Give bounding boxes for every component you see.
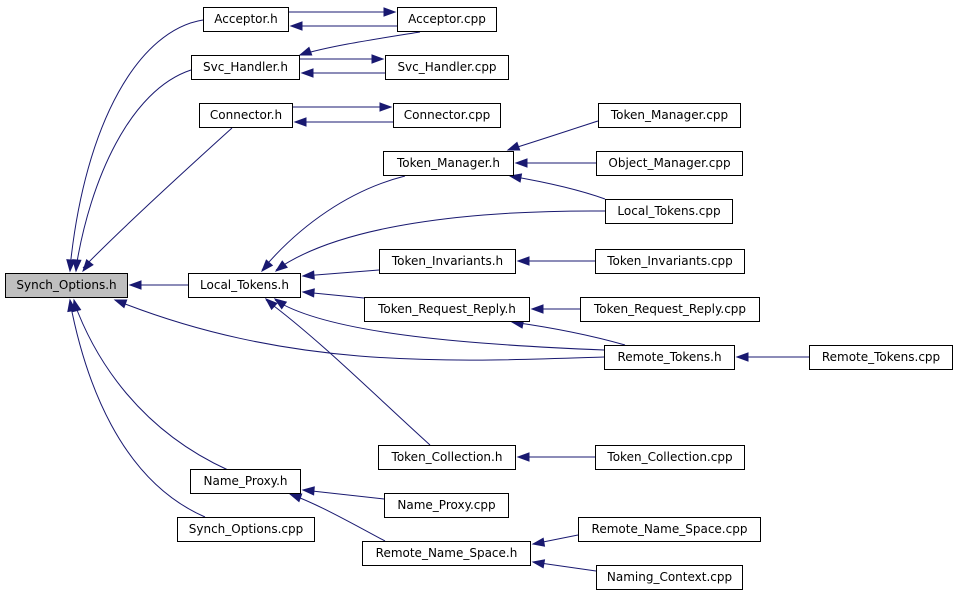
edge-connector-h-to-connector-cpp [293,102,393,112]
edge-svc-handler-cpp-to-svc-handler-h [300,68,385,78]
arrowhead [508,173,523,183]
arrowhead [530,304,544,314]
node-local-tokens-h[interactable]: Local_Tokens.h [188,273,301,298]
edge-svc-handler-h-to-svc-handler-cpp [300,54,385,64]
node-local-tokens-cpp[interactable]: Local_Tokens.cpp [605,199,733,224]
edge-token-manager-h-to-local-tokens-h [261,175,406,273]
edge-local-tokens-cpp-to-token-manager-h [508,173,606,200]
arrowhead [288,493,303,503]
edge-object-manager-cpp-to-token-manager-h [514,158,596,168]
edge-token-manager-cpp-to-token-manager-h [506,120,599,151]
node-token-request-reply-h[interactable]: Token_Request_Reply.h [364,297,530,322]
edge-token-collection-cpp-to-token-collection-h [516,452,595,462]
arrowhead [301,486,315,496]
edge-token-invariants-cpp-to-token-invariants-h [516,256,595,266]
arrowhead [66,259,76,273]
edge-name-proxy-cpp-to-name-proxy-h [301,486,385,500]
node-remote-tokens-cpp[interactable]: Remote_Tokens.cpp [809,345,953,370]
edge-acceptor-h-to-acceptor-cpp [289,7,397,17]
edge-token-collection-h-to-local-tokens-h [264,298,431,446]
node-remote-tokens-h[interactable]: Remote_Tokens.h [604,345,735,370]
edge-remote-name-space-h-to-name-proxy-h [288,493,386,542]
node-naming-context-cpp[interactable]: Naming_Context.cpp [596,565,743,590]
node-token-manager-h[interactable]: Token_Manager.h [383,151,514,176]
edge-acceptor-h-to-synch-options-h [66,19,204,273]
edge-token-invariants-h-to-local-tokens-h [301,269,380,280]
arrowhead [293,117,307,127]
node-acceptor-h[interactable]: Acceptor.h [203,7,289,32]
edge-local-tokens-h-to-synch-options-h [128,280,188,290]
arrowhead [301,270,315,280]
node-acceptor-cpp[interactable]: Acceptor.cpp [397,7,497,32]
node-token-invariants-cpp[interactable]: Token_Invariants.cpp [595,249,745,274]
arrowhead [379,102,393,112]
node-remote-name-space-h[interactable]: Remote_Name_Space.h [362,541,531,566]
node-svc-handler-cpp[interactable]: Svc_Handler.cpp [385,55,509,80]
arrowhead [261,259,274,273]
node-token-invariants-h[interactable]: Token_Invariants.h [379,249,516,274]
node-connector-cpp[interactable]: Connector.cpp [393,103,501,128]
node-synch-options-cpp[interactable]: Synch_Options.cpp [177,517,315,542]
edge-connector-cpp-to-connector-h [293,117,393,127]
node-synch-options-h[interactable]: Synch_Options.h [5,273,128,298]
node-token-collection-cpp[interactable]: Token_Collection.cpp [595,445,745,470]
edge-remote-tokens-cpp-to-remote-tokens-h [735,352,809,362]
arrowhead [128,280,142,290]
arrowhead [301,288,315,298]
arrowhead [67,298,77,313]
arrowhead [514,158,528,168]
edge-remote-name-space-cpp-to-remote-name-space-h [531,534,579,547]
edge-remote-tokens-h-to-token-request-reply-h [510,319,626,346]
edge-remote-tokens-h-to-local-tokens-h [273,298,605,351]
arrowhead [82,259,94,273]
arrowhead [72,259,82,273]
arrowhead [516,452,530,462]
arrowhead [300,68,314,78]
arrowhead [516,256,530,266]
arrowhead [289,21,303,31]
arrowhead [531,537,546,547]
node-token-collection-h[interactable]: Token_Collection.h [378,445,516,470]
edge-acceptor-cpp-to-acceptor-h [289,21,397,31]
node-name-proxy-cpp[interactable]: Name_Proxy.cpp [384,493,509,518]
edge-remote-tokens-h-to-synch-options-h [113,299,605,361]
arrowhead [298,46,313,56]
node-token-request-reply-cpp[interactable]: Token_Request_Reply.cpp [580,297,760,322]
node-svc-handler-h[interactable]: Svc_Handler.h [191,55,300,80]
arrowhead [506,141,521,151]
edge-acceptor-cpp-to-svc-handler-h [298,31,421,56]
edge-naming-context-cpp-to-remote-name-space-h [531,559,597,572]
edge-token-request-reply-cpp-to-token-request-reply-h [530,304,580,314]
edge-connector-h-to-synch-options-h [82,127,233,273]
arrowhead [273,298,288,310]
arrowhead [274,260,288,272]
edge-name-proxy-h-to-synch-options-h [72,298,229,471]
arrowhead [113,299,128,309]
edge-synch-options-cpp-to-synch-options-h [67,298,206,518]
edge-token-request-reply-h-to-local-tokens-h [301,288,365,299]
arrowhead [371,54,385,64]
arrowhead [264,298,278,311]
arrowhead [735,352,749,362]
arrowhead [383,7,397,17]
node-name-proxy-h[interactable]: Name_Proxy.h [190,469,301,494]
node-object-manager-cpp[interactable]: Object_Manager.cpp [596,151,743,176]
arrowhead [531,559,546,569]
node-connector-h[interactable]: Connector.h [199,103,293,128]
edge-svc-handler-h-to-synch-options-h [72,69,192,273]
edge-local-tokens-cpp-to-local-tokens-h [274,210,606,272]
node-remote-name-space-cpp[interactable]: Remote_Name_Space.cpp [578,517,761,542]
node-token-manager-cpp[interactable]: Token_Manager.cpp [598,103,741,128]
